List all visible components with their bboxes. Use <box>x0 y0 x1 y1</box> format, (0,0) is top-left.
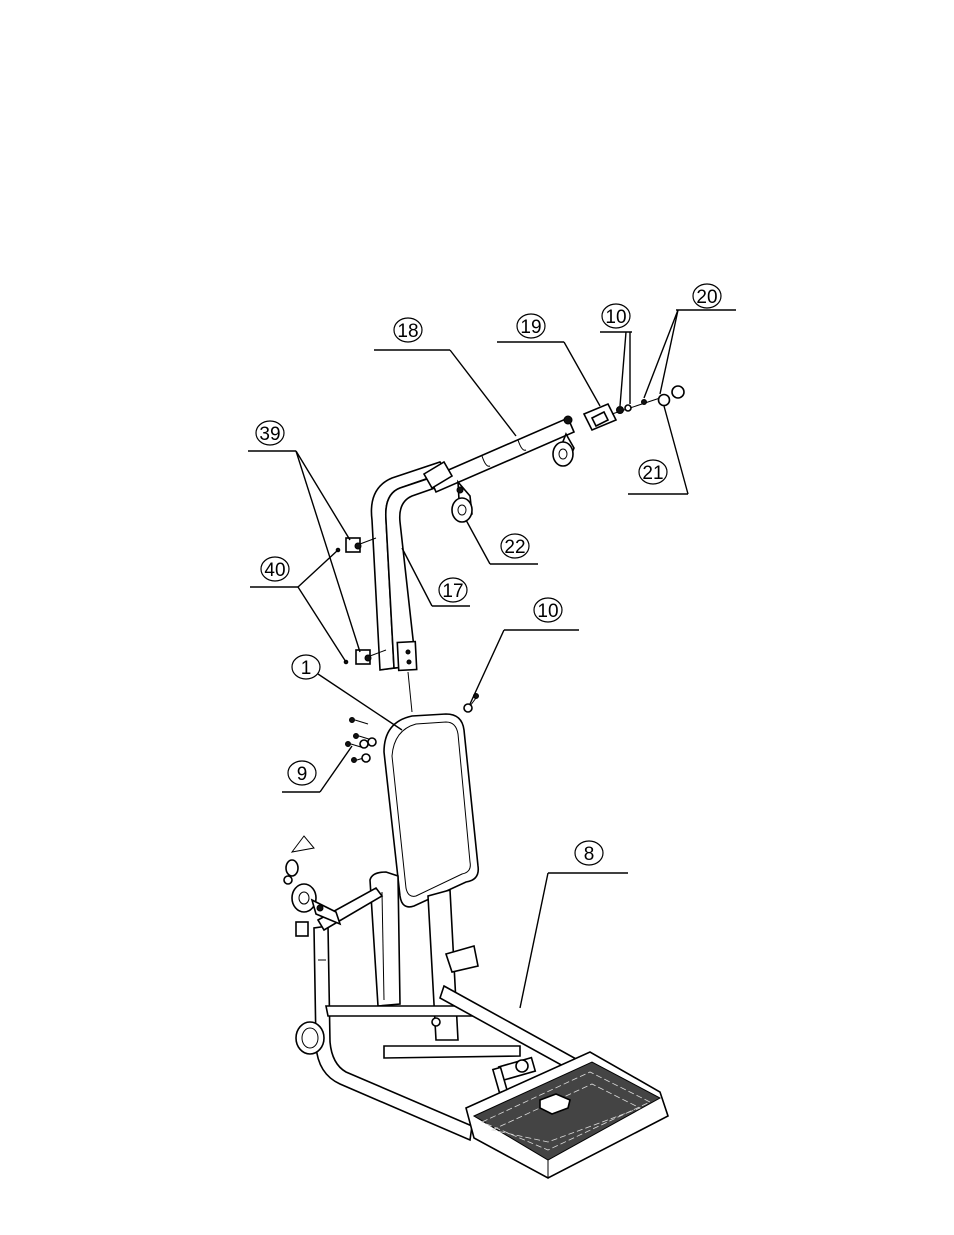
callout-22: 22 <box>466 520 538 564</box>
callout-8: 8 <box>520 841 628 1008</box>
callout-19: 19 <box>497 314 600 406</box>
svg-text:10: 10 <box>605 307 626 328</box>
svg-text:1: 1 <box>301 658 312 679</box>
svg-text:19: 19 <box>520 317 541 338</box>
svg-text:22: 22 <box>504 537 525 558</box>
callout-10-lower: 10 <box>470 598 579 704</box>
part-19-end-bracket <box>584 404 616 430</box>
svg-text:39: 39 <box>259 424 280 445</box>
part-22-pulley-upper <box>452 482 472 522</box>
svg-text:8: 8 <box>584 844 595 865</box>
part-39-40-upper-clamp <box>336 538 376 552</box>
svg-text:40: 40 <box>264 560 285 581</box>
callout-10-upper: 10 <box>600 304 632 406</box>
svg-text:21: 21 <box>642 463 663 484</box>
alignment-line <box>408 672 412 712</box>
callout-17: 17 <box>402 548 470 606</box>
callout-40: 40 <box>250 550 346 662</box>
callout-18: 18 <box>374 318 516 436</box>
callout-39: 39 <box>248 421 360 652</box>
part-8-base-frame <box>296 872 668 1178</box>
svg-text:17: 17 <box>442 581 463 602</box>
callout-9: 9 <box>282 746 352 792</box>
part-9-bolts <box>346 718 377 763</box>
pivot-pin-assembly <box>612 386 684 414</box>
svg-text:20: 20 <box>696 287 717 308</box>
svg-text:18: 18 <box>397 321 418 342</box>
callout-20: 20 <box>644 284 736 398</box>
side-pulley-assembly <box>284 836 340 936</box>
svg-text:9: 9 <box>297 764 308 785</box>
part-18-swing-arm <box>424 416 574 492</box>
callout-21: 21 <box>628 406 688 494</box>
svg-text:10: 10 <box>537 601 558 622</box>
